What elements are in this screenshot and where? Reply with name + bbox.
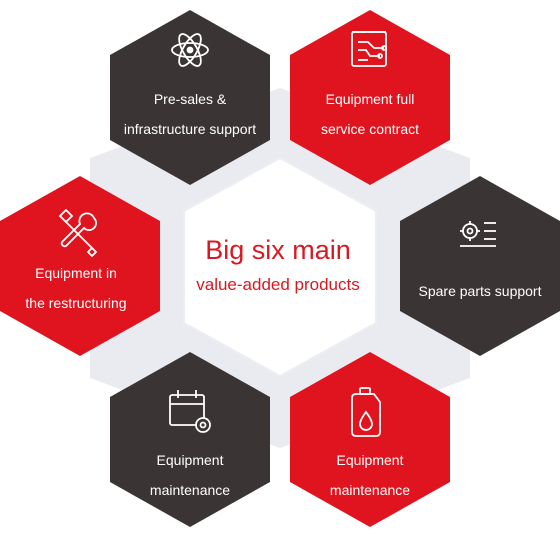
restructuring-line1: Equipment in (35, 265, 117, 281)
presales-line2: infrastructure support (123, 121, 257, 137)
oil-bottle-icon (351, 387, 381, 437)
hex-label-restructuring: Equipment in the restructuring (0, 258, 166, 318)
gear-list-icon (460, 221, 496, 247)
hex-maintenance-red[interactable] (290, 352, 450, 527)
hex-service-contract[interactable] (290, 10, 450, 185)
hex-label-presales: Pre-sales & infrastructure support (100, 84, 280, 144)
center-title-text: Big six main (205, 235, 351, 265)
hex-label-spare-parts: Spare parts support (390, 276, 560, 306)
service-contract-line1: Equipment full (325, 91, 415, 107)
atom-icon (171, 33, 209, 67)
spare-parts-line1: Spare parts support (418, 283, 542, 299)
restructuring-line2: the restructuring (25, 295, 127, 311)
hex-maintenance-dark[interactable] (110, 352, 270, 527)
maintenance-dark-line1: Equipment (156, 452, 224, 468)
hex-restructuring[interactable] (0, 176, 160, 356)
maintenance-red-line2: maintenance (329, 482, 411, 498)
center-title: Big six main (180, 233, 376, 267)
hex-presales[interactable] (110, 10, 270, 185)
presales-line1: Pre-sales & (153, 91, 227, 107)
maintenance-dark-line2: maintenance (149, 482, 231, 498)
hex-label-maintenance-dark: Equipment maintenance (100, 445, 280, 505)
center-subtitle-text: value-added products (196, 275, 360, 294)
maintenance-red-line1: Equipment (336, 452, 404, 468)
hex-label-service-contract: Equipment full service contract (280, 84, 460, 144)
hex-label-maintenance-red: Equipment maintenance (280, 445, 460, 505)
service-contract-line2: service contract (320, 121, 420, 137)
wrench-screwdriver-icon (58, 208, 98, 258)
center-subtitle: value-added products (180, 273, 376, 297)
hex-spare-parts[interactable] (400, 176, 560, 356)
calendar-gear-icon (169, 390, 211, 433)
center-hexagon (183, 156, 377, 378)
circuit-board-icon (351, 31, 387, 67)
